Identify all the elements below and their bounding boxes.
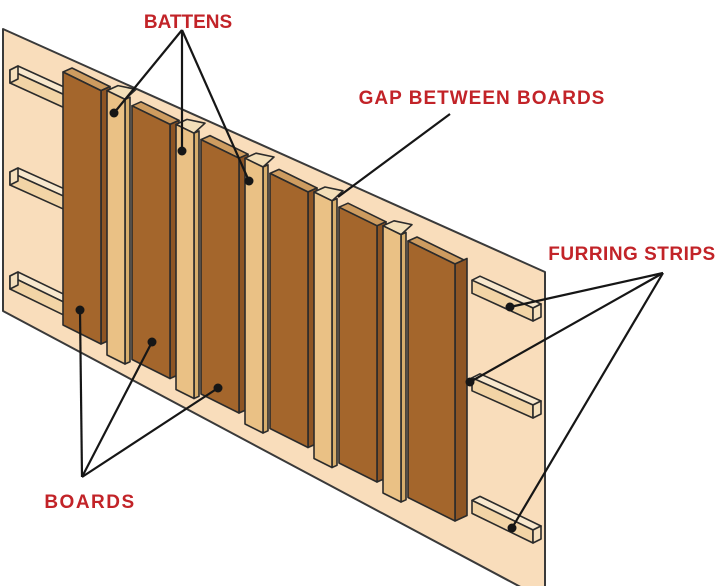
board-side xyxy=(454,257,468,522)
board-front xyxy=(62,71,102,345)
furring-strip-end xyxy=(9,271,19,290)
furring-strip-end xyxy=(9,167,19,186)
label-battens: BATTENS xyxy=(144,12,232,33)
board-front xyxy=(338,206,378,483)
leader-dots xyxy=(75,108,517,533)
dot-board-2 xyxy=(147,337,157,347)
furring-strip-end xyxy=(532,400,542,419)
labels: BATTENS GAP BETWEEN BOARDS FURRING STRIP… xyxy=(44,12,715,513)
leader-boards-2 xyxy=(81,341,153,478)
leader-furring-1 xyxy=(509,271,664,309)
leader-battens-1 xyxy=(113,29,183,114)
board-front xyxy=(269,172,309,449)
leader-boards-3 xyxy=(81,387,219,478)
leader-lines xyxy=(78,29,664,529)
dot-furring-2 xyxy=(465,377,475,387)
furring-strip-end xyxy=(532,525,542,544)
batten-front xyxy=(313,191,333,469)
leader-furring-2 xyxy=(469,272,664,383)
dot-furring-1 xyxy=(505,302,515,312)
label-furring-strips: FURRING STRIPS xyxy=(548,244,715,265)
dot-board-1 xyxy=(75,305,85,315)
furring-strips xyxy=(9,65,542,544)
board-front xyxy=(407,240,456,522)
dot-batten-3 xyxy=(244,176,254,186)
label-boards: BOARDS xyxy=(44,492,135,513)
batten-front xyxy=(106,89,126,365)
furring-strip-end xyxy=(532,303,542,322)
dot-furring-3 xyxy=(507,523,517,533)
batten-front xyxy=(244,157,264,434)
battens xyxy=(106,84,413,503)
label-gap-between-boards: GAP BETWEEN BOARDS xyxy=(359,88,606,109)
board-front xyxy=(200,138,240,414)
batten-front xyxy=(382,225,402,503)
leader-battens-3 xyxy=(180,29,251,182)
leader-boards-1 xyxy=(78,309,84,478)
batten-front xyxy=(175,123,195,400)
dot-batten-1 xyxy=(109,108,119,118)
board-front xyxy=(131,105,171,380)
furring-strip-end xyxy=(9,65,19,84)
leader-furring-3 xyxy=(511,272,664,529)
dot-board-3 xyxy=(213,383,223,393)
leader-gap xyxy=(337,113,451,198)
dot-batten-2 xyxy=(177,146,187,156)
